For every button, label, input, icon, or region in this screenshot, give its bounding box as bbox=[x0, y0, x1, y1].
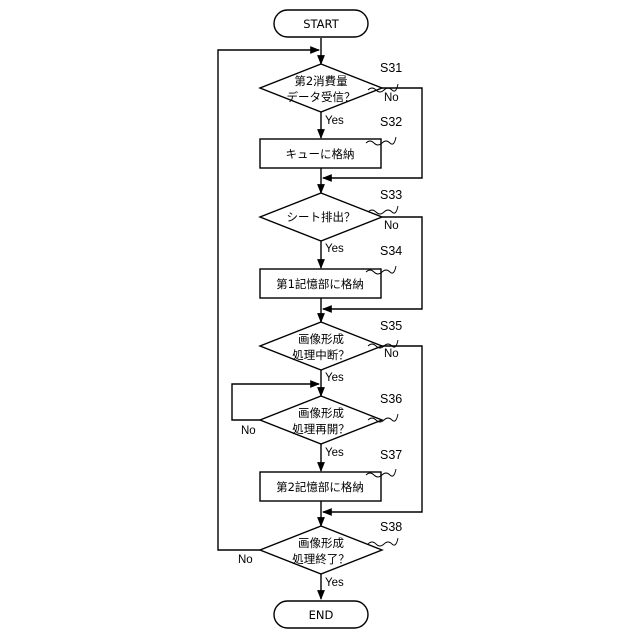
s38-leader bbox=[368, 538, 398, 546]
process-s37: 第2記憶部に格納 bbox=[260, 472, 381, 501]
s32-step-id: S32 bbox=[380, 115, 402, 129]
s33-yes-label: Yes bbox=[325, 243, 344, 255]
s35-text-line2: 処理中断？ bbox=[292, 348, 350, 362]
s31-no-label: No bbox=[384, 92, 399, 104]
decision-s33: シート排出？ bbox=[260, 193, 382, 241]
end-label: END bbox=[309, 608, 334, 622]
s35-text-line1: 画像形成 bbox=[298, 332, 344, 346]
s38-step-id: S38 bbox=[380, 520, 402, 534]
s35-step-id: S35 bbox=[380, 319, 402, 333]
s31-text-line2: データ受信？ bbox=[287, 90, 356, 104]
s34-text: 第1記憶部に格納 bbox=[276, 277, 364, 291]
s38-text-line2: 処理終了？ bbox=[292, 552, 350, 566]
start-label: START bbox=[303, 17, 339, 31]
decision-s35: 画像形成 処理中断？ bbox=[260, 322, 382, 370]
s38-no-label: No bbox=[238, 554, 253, 566]
s36-text-line2: 処理再開？ bbox=[292, 422, 350, 436]
s31-text-line1: 第2消費量 bbox=[294, 74, 347, 88]
s38-yes-label: Yes bbox=[325, 577, 344, 589]
process-s34: 第1記憶部に格納 bbox=[260, 269, 381, 298]
s36-yes-label: Yes bbox=[325, 447, 344, 459]
decision-s31: 第2消費量 データ受信？ bbox=[260, 64, 382, 112]
s36-step-id: S36 bbox=[380, 392, 402, 406]
s31-step-id: S31 bbox=[380, 61, 402, 75]
s33-step-id: S33 bbox=[380, 188, 402, 202]
decision-s38: 画像形成 処理終了？ bbox=[260, 526, 382, 574]
s38-text-line1: 画像形成 bbox=[298, 536, 344, 550]
s36-text-line1: 画像形成 bbox=[298, 406, 344, 420]
decision-s36: 画像形成 処理再開？ bbox=[260, 396, 382, 444]
s33-no-label: No bbox=[384, 220, 399, 232]
start-terminal: START bbox=[274, 10, 368, 37]
s35-yes-label: Yes bbox=[325, 372, 344, 384]
end-terminal: END bbox=[274, 601, 368, 628]
s37-step-id: S37 bbox=[380, 448, 402, 462]
s36-no-label: No bbox=[241, 425, 256, 437]
s34-step-id: S34 bbox=[380, 244, 402, 258]
s31-yes-label: Yes bbox=[325, 115, 344, 127]
s32-text: キューに格納 bbox=[286, 147, 355, 161]
s35-no-label: No bbox=[384, 348, 399, 360]
s33-text: シート排出？ bbox=[287, 210, 356, 224]
process-s32: キューに格納 bbox=[260, 139, 381, 168]
s37-text: 第2記憶部に格納 bbox=[276, 480, 364, 494]
